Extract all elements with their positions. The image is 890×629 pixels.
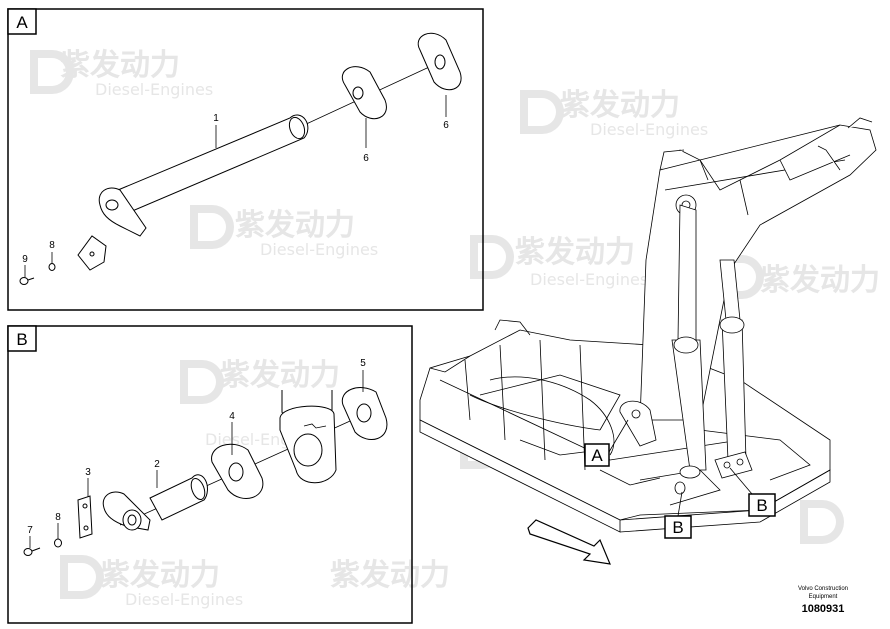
watermark-sub-1: Diesel-Engines: [95, 80, 213, 99]
watermark-sub-7: Diesel-Engines: [125, 590, 243, 609]
washer-part-6a: [342, 66, 387, 120]
callout-b-4: 4: [229, 411, 235, 422]
watermark-logo-icon: [190, 205, 234, 249]
panel-a-label-box: [7, 8, 37, 35]
watermark-text-1: 紫发动力: [60, 48, 180, 83]
callout-a-6a: 6: [363, 153, 369, 164]
main-tag-a-label: A: [591, 446, 603, 465]
footer-line-2: Equipment: [809, 594, 838, 600]
panel-a-label: A: [16, 13, 28, 32]
callout-a-8: 8: [49, 240, 55, 251]
watermark-logo-icon: [30, 50, 74, 94]
bolt-part-7: [23, 547, 41, 556]
watermark-text-3: 紫发动力: [235, 208, 355, 243]
callout-a-6b: 6: [443, 120, 449, 131]
watermark-logo-icon: [470, 235, 514, 279]
washer-part-8a: [48, 263, 56, 271]
washer-part-4: [211, 443, 264, 499]
detail-panel-a: A: [7, 8, 484, 311]
callout-a-9: 9: [22, 254, 28, 265]
footer-block: Volvo Construction Equipment 1080931: [798, 586, 848, 615]
detail-panel-b: B: [7, 325, 413, 624]
watermark-logo-icon: [180, 360, 224, 404]
footer-line-1: Volvo Construction: [798, 586, 848, 592]
watermark-logo-icon: [800, 500, 844, 544]
bolt-part-9a: [19, 277, 35, 285]
panel-a-leaders: [24, 95, 447, 277]
panel-b-label-box: [7, 325, 37, 352]
watermark-text-2: 紫发动力: [560, 88, 680, 123]
watermark-logo-icon: [520, 90, 564, 134]
callout-b-7: 7: [27, 525, 33, 536]
main-tag-b1: B: [729, 467, 776, 517]
washer-part-5: [341, 387, 388, 440]
panel-b-frame: [7, 325, 413, 624]
main-tag-a: A: [584, 419, 629, 467]
watermark-logo-icon: [60, 555, 104, 599]
watermark-text-7: 紫发动力: [100, 558, 220, 593]
watermark-text-6: 紫发动力: [220, 358, 340, 393]
callout-b-3: 3: [85, 467, 91, 478]
pin-part-1: [98, 114, 309, 237]
direction-arrow-icon: [527, 519, 611, 565]
mount-point-b: [674, 451, 753, 495]
panel-b-leaders: [29, 370, 364, 548]
main-tag-b2-label: B: [672, 518, 683, 537]
washer-part-8b: [54, 538, 62, 548]
lock-plate: [77, 235, 107, 271]
pin-part-2: [102, 474, 208, 531]
watermark-sub-2: Diesel-Engines: [590, 120, 708, 139]
cylinder-eye-bracket: [279, 390, 337, 484]
callout-b-2: 2: [154, 459, 160, 470]
watermark-sub-3: Diesel-Engines: [260, 240, 378, 259]
panel-b-label: B: [16, 330, 27, 349]
washer-part-6b: [417, 32, 462, 91]
machine-overview: [419, 117, 877, 565]
watermark-text-4: 紫发动力: [515, 235, 635, 270]
lock-plate-part-3: [77, 495, 93, 539]
main-tag-b2: B: [664, 491, 692, 539]
main-tag-b1-label: B: [756, 496, 767, 515]
mount-point-a: [619, 400, 657, 447]
watermark-logo-icon: [720, 255, 764, 299]
watermark-sub-4: Diesel-Engines: [530, 270, 648, 289]
callout-b-5: 5: [360, 358, 366, 369]
callout-b-8: 8: [55, 512, 61, 523]
callout-a-1: 1: [213, 113, 219, 124]
panel-a-frame: [7, 8, 484, 311]
watermark-text-9: 紫发动力: [330, 558, 450, 593]
watermark-text-5: 紫发动力: [760, 263, 880, 298]
footer-drawing-number: 1080931: [802, 603, 845, 615]
watermark-layer: 紫发动力 Diesel-Engines 紫发动力 Diesel-Engines …: [30, 48, 880, 609]
